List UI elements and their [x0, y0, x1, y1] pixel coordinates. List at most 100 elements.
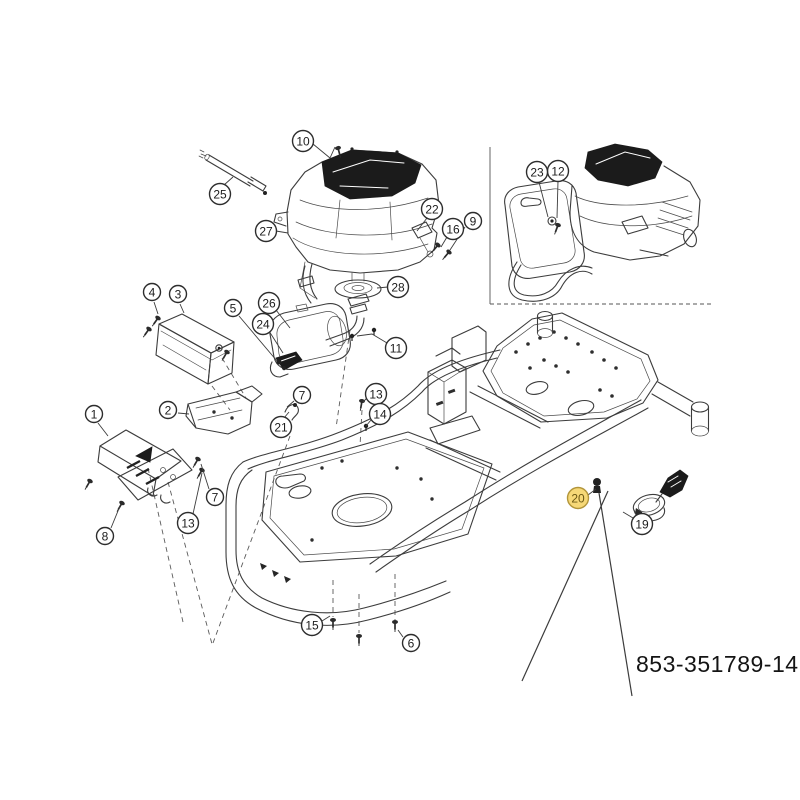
frame-drawing: [225, 310, 710, 626]
callout-number: 7: [299, 389, 306, 403]
callout-28[interactable]: 28: [376, 275, 410, 299]
cable-drawing: [521, 478, 633, 697]
callout-circle[interactable]: [168, 284, 188, 304]
callout-circle[interactable]: [223, 298, 243, 318]
callout-number: 7: [212, 491, 219, 505]
callout-27[interactable]: 27: [254, 219, 289, 243]
callout-circle[interactable]: [95, 526, 115, 546]
callout-circle[interactable]: [292, 385, 312, 405]
callout-circle[interactable]: [291, 129, 315, 153]
callout-13[interactable]: 13: [362, 382, 388, 406]
callout-6[interactable]: 6: [397, 629, 421, 653]
callout-circle[interactable]: [176, 511, 200, 535]
callout-3[interactable]: 3: [168, 284, 188, 314]
callout-leader-line: [321, 615, 331, 622]
callout-circle[interactable]: [401, 633, 421, 653]
clip-21-drawing: [284, 403, 299, 421]
callout-number: 12: [551, 165, 565, 179]
callout-15[interactable]: 15: [300, 613, 331, 637]
callout-circle[interactable]: [368, 402, 392, 426]
callout-2[interactable]: 2: [158, 400, 190, 420]
callout-leader-line: [223, 176, 234, 186]
callout-circle[interactable]: [300, 613, 324, 637]
part-number: 853-351789-14: [636, 651, 799, 677]
callout-number: 8: [102, 530, 109, 544]
callout-circle[interactable]: [420, 197, 444, 221]
callout-leader-line: [622, 511, 634, 519]
callout-number: 16: [446, 223, 460, 237]
callout-circle[interactable]: [158, 400, 178, 420]
callout-number: 14: [373, 408, 387, 422]
callout-19[interactable]: 19: [622, 511, 654, 536]
deck-holes: [514, 330, 618, 398]
callout-7[interactable]: 7: [286, 385, 312, 408]
callout-leader-line: [538, 181, 549, 218]
tank-box-drawing: [155, 313, 235, 385]
callout-circle[interactable]: [257, 291, 281, 315]
callout-leader-line: [268, 330, 284, 354]
callout-21[interactable]: 21: [269, 411, 293, 439]
callout-10[interactable]: 10: [291, 129, 336, 159]
callout-circle[interactable]: [386, 275, 410, 299]
callout-number: 24: [256, 318, 270, 332]
callout-circle[interactable]: [566, 486, 590, 510]
callout-7[interactable]: 7: [200, 463, 225, 507]
inset-view: [489, 143, 713, 305]
callout-leader-line: [587, 488, 597, 496]
callout-number: 28: [391, 281, 405, 295]
callout-number: 11: [390, 342, 403, 356]
callout-25[interactable]: 25: [208, 176, 234, 206]
callout-number: 13: [369, 388, 383, 402]
callout-22[interactable]: 22: [416, 197, 444, 232]
callout-circle[interactable]: [630, 512, 654, 536]
callout-1[interactable]: 1: [84, 404, 109, 437]
callout-number: 21: [274, 421, 288, 435]
callout-number: 2: [165, 404, 172, 418]
callout-14[interactable]: 14: [365, 402, 392, 427]
callout-leader-line: [110, 505, 121, 529]
callout-11[interactable]: 11: [356, 333, 408, 360]
callout-circle[interactable]: [269, 415, 293, 439]
callout-circle[interactable]: [84, 404, 104, 424]
callout-circle[interactable]: [384, 336, 408, 360]
callout-number: 27: [259, 225, 273, 239]
callout-circle[interactable]: [142, 282, 162, 302]
callout-leader-line: [275, 230, 289, 234]
callout-leader-line: [556, 180, 559, 219]
callout-leader-line: [376, 286, 389, 289]
callout-24[interactable]: 24: [251, 312, 284, 354]
callout-5[interactable]: 5: [223, 298, 278, 362]
callout-number: 22: [425, 203, 439, 217]
callout-leader-line: [440, 236, 448, 248]
callout-23[interactable]: 23: [525, 160, 549, 218]
callout-circle[interactable]: [208, 182, 232, 206]
callout-circle[interactable]: [441, 217, 465, 241]
exhaust-muffler-drawing: [269, 263, 377, 378]
callout-circle[interactable]: [251, 312, 275, 336]
callout-circle[interactable]: [205, 487, 225, 507]
callout-26[interactable]: 26: [257, 291, 291, 329]
callout-8[interactable]: 8: [95, 505, 121, 546]
strut-drawing: [198, 149, 267, 195]
bracket-1-drawing: [97, 429, 193, 504]
callout-leader-line: [192, 472, 203, 515]
callout-4[interactable]: 4: [142, 282, 162, 315]
callout-circle[interactable]: [463, 211, 483, 231]
callout-13[interactable]: 13: [176, 472, 203, 535]
callout-leader-line: [365, 419, 372, 427]
callout-number: 26: [262, 297, 276, 311]
projection-lines: [147, 329, 396, 645]
callout-circle[interactable]: [254, 219, 278, 243]
callout-number: 6: [408, 637, 415, 651]
callout-16[interactable]: 16: [440, 217, 465, 248]
callout-leader-line: [312, 143, 336, 159]
callout-number: 4: [149, 286, 156, 300]
callout-number: 20: [571, 492, 585, 506]
callout-number: 13: [181, 517, 195, 531]
callout-number: 19: [635, 518, 649, 532]
callout-number: 9: [470, 215, 477, 229]
callout-20[interactable]: 20: [566, 486, 597, 510]
callout-circle[interactable]: [525, 160, 549, 184]
